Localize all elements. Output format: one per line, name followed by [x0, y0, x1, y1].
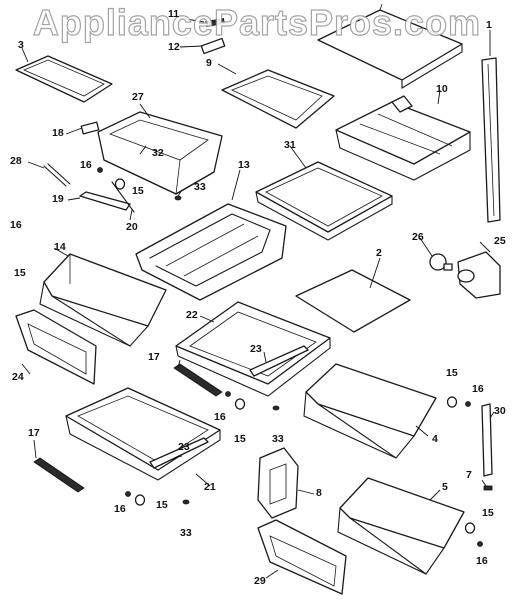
callout-7[interactable]: 7: [466, 469, 472, 481]
part-13-pan-frame[interactable]: [135, 203, 287, 301]
callout-3[interactable]: 3: [18, 39, 24, 51]
part-17-rail-a[interactable]: [173, 363, 223, 397]
part-16-screw-e[interactable]: [477, 541, 483, 547]
callout-15f[interactable]: 15: [482, 507, 494, 519]
callout-28[interactable]: 28: [10, 155, 22, 167]
part-33-screw-b[interactable]: [272, 405, 280, 411]
part-16-screw-c[interactable]: [465, 401, 471, 407]
callout-21[interactable]: 21: [204, 481, 216, 493]
part-15-roller-c[interactable]: [446, 396, 458, 408]
part-10-cover-frame[interactable]: [335, 95, 471, 181]
part-3-shelf-frame[interactable]: [15, 55, 113, 103]
part-16-screw-b[interactable]: [225, 391, 231, 397]
callout-24[interactable]: 24: [12, 371, 24, 383]
part-4-crisper-drawer[interactable]: [303, 363, 437, 459]
callout-33a[interactable]: 33: [194, 181, 206, 193]
part-7-clip[interactable]: [483, 485, 493, 491]
part-29-drawer-front[interactable]: [257, 519, 347, 595]
callout-33b[interactable]: 33: [272, 433, 284, 445]
callout-19[interactable]: 19: [52, 193, 64, 205]
callout-17b[interactable]: 17: [28, 427, 40, 439]
part-33-screw-c[interactable]: [182, 499, 190, 505]
callout-32[interactable]: 32: [152, 147, 164, 159]
part-11-bracket[interactable]: [205, 18, 225, 27]
callout-16a[interactable]: 16: [80, 159, 92, 171]
callout-11[interactable]: 11: [168, 8, 180, 20]
callout-16d[interactable]: 16: [472, 383, 484, 395]
part-23-trim-b[interactable]: [149, 437, 209, 469]
callout-5[interactable]: 5: [442, 481, 448, 493]
part-top-shelf[interactable]: [317, 3, 463, 89]
part-8-bracket[interactable]: [257, 447, 299, 519]
part-15-roller-a[interactable]: [114, 178, 126, 190]
callout-15a[interactable]: 15: [132, 185, 144, 197]
part-15-roller-d[interactable]: [134, 494, 146, 506]
part-16-screw-d[interactable]: [125, 491, 131, 497]
part-19-rail[interactable]: [79, 191, 131, 211]
callout-22[interactable]: 22: [186, 309, 198, 321]
callout-16b[interactable]: 16: [10, 219, 22, 231]
callout-16f[interactable]: 16: [476, 555, 488, 567]
callout-16c[interactable]: 16: [214, 411, 226, 423]
callout-16e[interactable]: 16: [114, 503, 126, 515]
part-1-side-rail[interactable]: [481, 57, 501, 223]
callout-26[interactable]: 26: [412, 231, 424, 243]
callout-15b[interactable]: 15: [14, 267, 26, 279]
callout-18[interactable]: 18: [52, 127, 64, 139]
callout-15d[interactable]: 15: [446, 367, 458, 379]
callout-8[interactable]: 8: [316, 487, 322, 499]
callout-10[interactable]: 10: [436, 83, 448, 95]
part-25-light-housing[interactable]: [457, 251, 501, 299]
part-15-roller-e[interactable]: [464, 522, 476, 534]
part-18-clip[interactable]: [80, 121, 100, 135]
callout-33c[interactable]: 33: [180, 527, 192, 539]
part-31-glass-shelf[interactable]: [255, 161, 393, 241]
part-21-lower-shelf[interactable]: [65, 387, 221, 481]
callout-25[interactable]: 25: [494, 235, 506, 247]
part-30-strip[interactable]: [481, 403, 493, 477]
part-23-trim-a[interactable]: [249, 345, 309, 377]
part-17-rail-b[interactable]: [33, 457, 85, 493]
callout-12[interactable]: 12: [168, 41, 180, 53]
callout-14[interactable]: 14: [54, 241, 66, 253]
callout-15c[interactable]: 15: [234, 433, 246, 445]
callout-31[interactable]: 31: [284, 139, 296, 151]
callout-30[interactable]: 30: [494, 405, 506, 417]
part-33-screw-a[interactable]: [174, 195, 182, 201]
part-20-pin[interactable]: [111, 181, 135, 213]
callout-23a[interactable]: 23: [250, 343, 262, 355]
callout-29[interactable]: 29: [254, 575, 266, 587]
callout-13[interactable]: 13: [238, 159, 250, 171]
leader-lines: [21, 17, 495, 579]
callout-20[interactable]: 20: [126, 221, 138, 233]
callout-27[interactable]: 27: [132, 91, 144, 103]
part-24-drawer-front[interactable]: [15, 309, 97, 385]
callout-1[interactable]: 1: [486, 19, 492, 31]
part-5-crisper-drawer[interactable]: [337, 477, 465, 575]
callout-4[interactable]: 4: [432, 433, 438, 445]
part-26-bulb[interactable]: [429, 253, 453, 271]
part-14-crisper-drawer[interactable]: [39, 253, 167, 347]
part-2-glass-panel[interactable]: [295, 269, 411, 333]
callout-2[interactable]: 2: [376, 247, 382, 259]
part-9-shelf[interactable]: [221, 69, 335, 129]
part-16-screw-a[interactable]: [97, 167, 103, 173]
callout-15e[interactable]: 15: [156, 499, 168, 511]
part-15-roller-b[interactable]: [234, 398, 246, 410]
part-28-rod[interactable]: [43, 163, 71, 187]
part-27-drawer-tray[interactable]: [97, 111, 223, 195]
callout-23b[interactable]: 23: [178, 441, 190, 453]
callout-17a[interactable]: 17: [148, 351, 160, 363]
part-22-center-shelf[interactable]: [175, 301, 331, 397]
part-12-bracket[interactable]: [200, 37, 226, 55]
callout-9[interactable]: 9: [206, 57, 212, 69]
